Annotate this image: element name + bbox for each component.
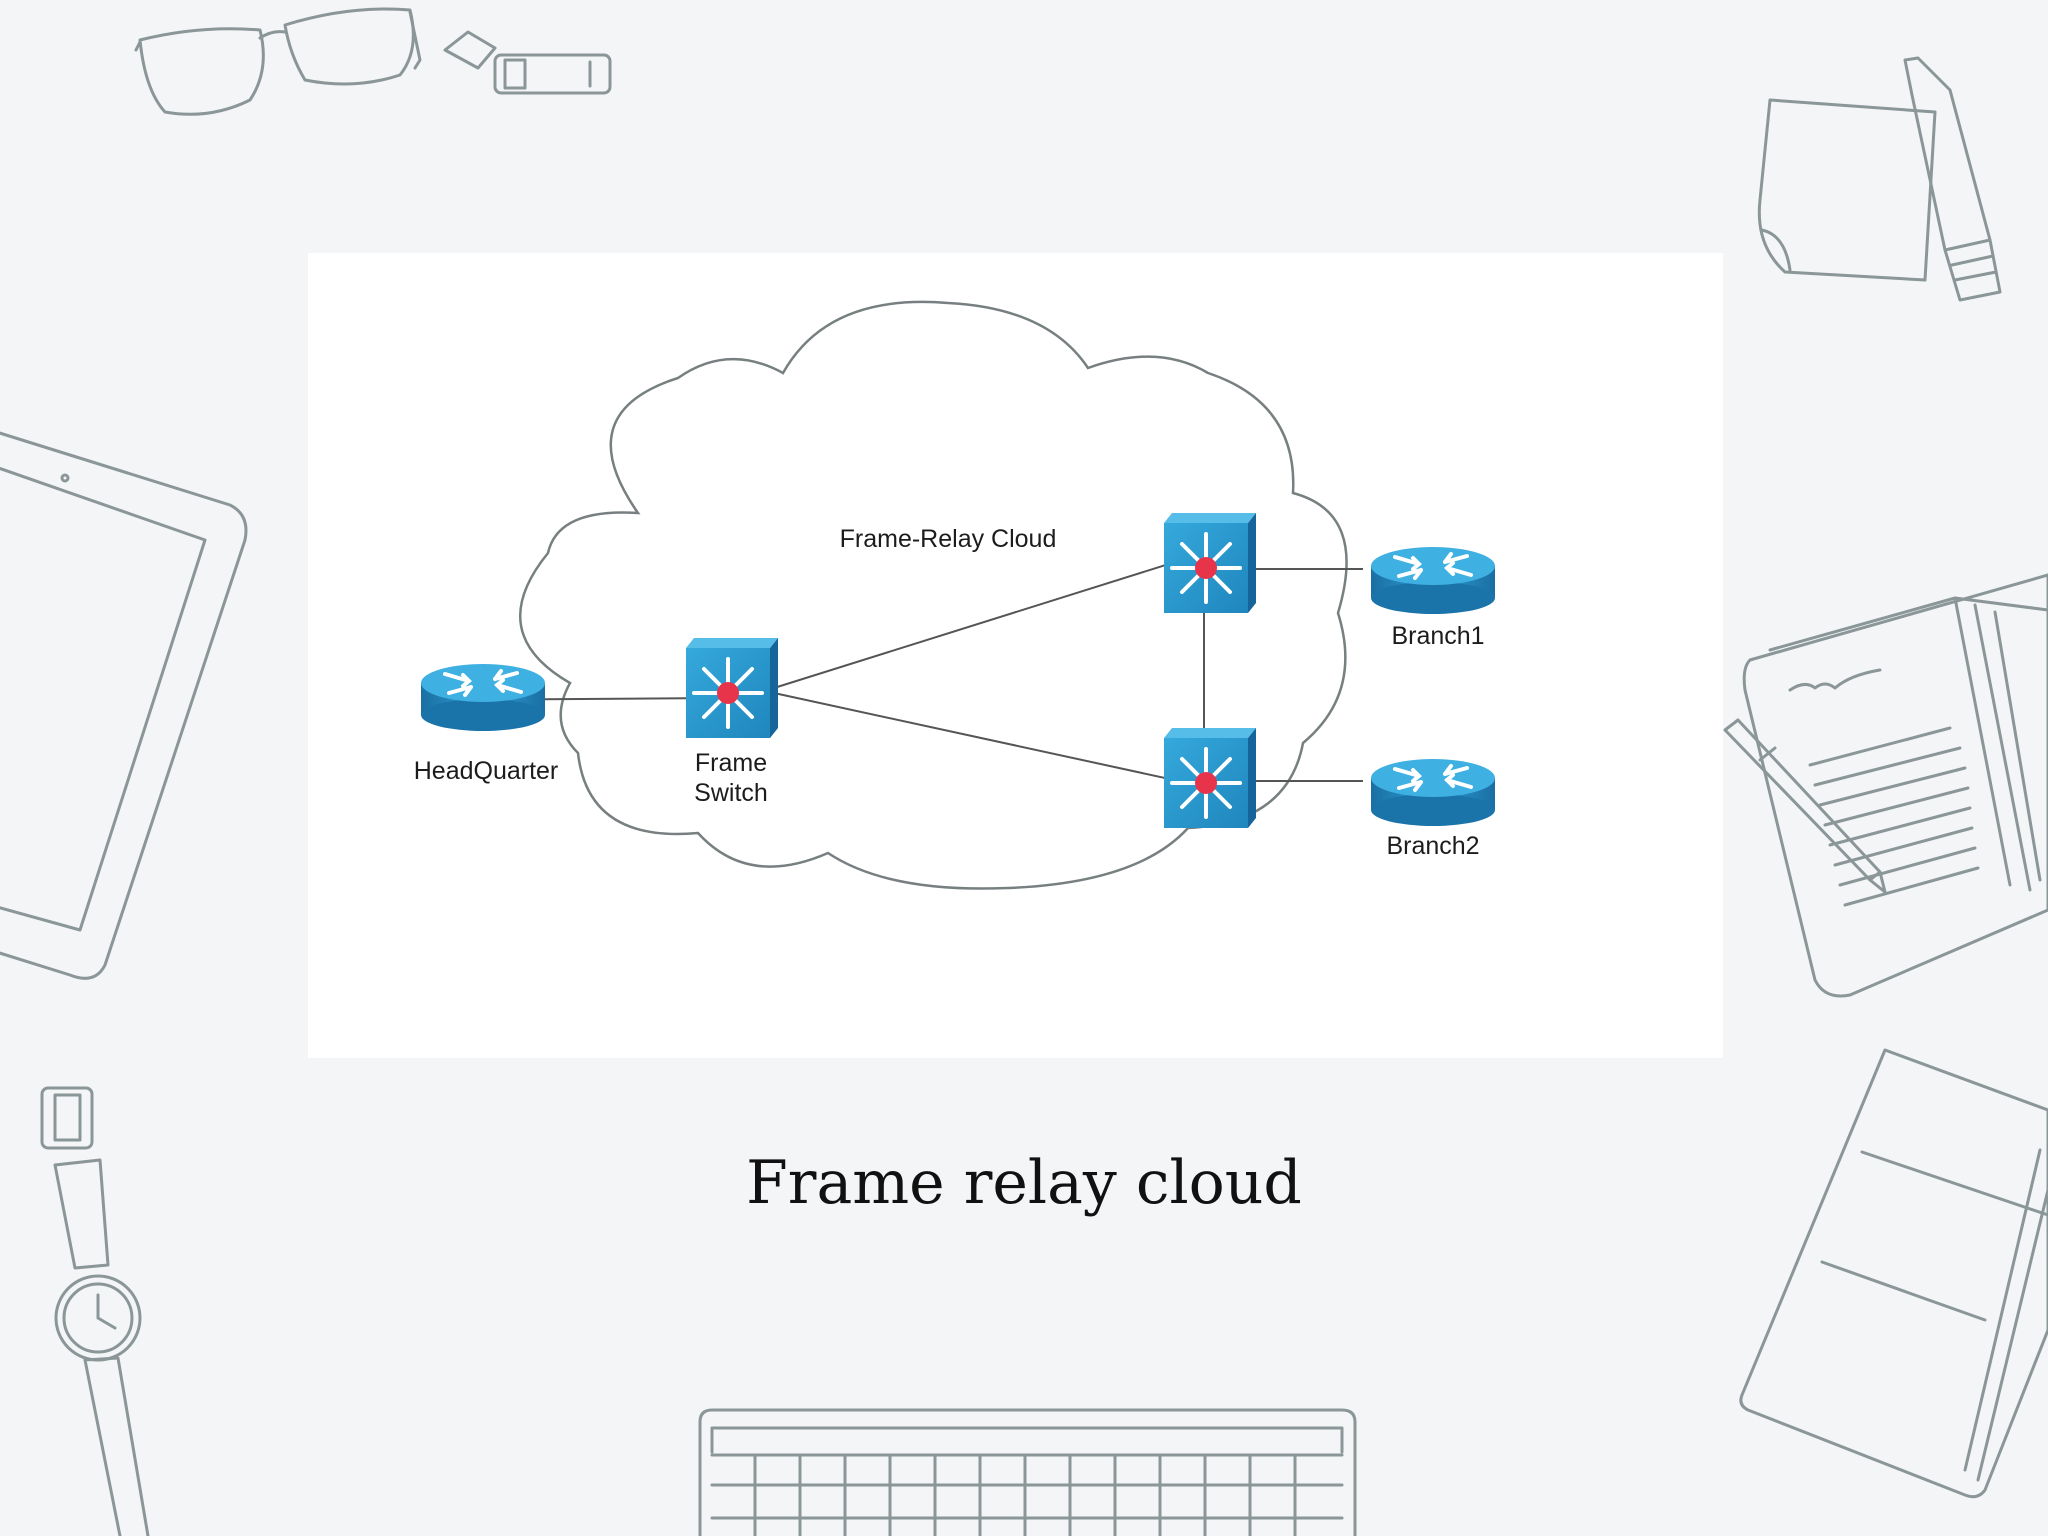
frame-switch-label-line1: Frame: [695, 749, 767, 777]
frame-switch-label-line2: Switch: [694, 779, 768, 807]
book-icon: [1739, 1048, 2048, 1499]
switch-icon-frame-switch: [684, 636, 780, 740]
sticky-note-icon: [1757, 98, 1937, 282]
router-icon-branch2: [1369, 757, 1497, 828]
router-icon-headquarter: [419, 662, 547, 733]
branch2-label: Branch2: [1386, 832, 1479, 860]
tablet-icon: [0, 431, 248, 980]
wristwatch-icon: [40, 1086, 150, 1536]
link-frameswitch-bottom: [773, 692, 1189, 784]
slide-caption: Frame relay cloud: [746, 1148, 1302, 1218]
link-frameswitch-top: [773, 557, 1189, 689]
glasses-icon: [134, 7, 422, 116]
branch1-label: Branch1: [1391, 622, 1484, 650]
network-diagram: Frame-Relay Cloud HeadQuarter Frame Swit…: [414, 300, 1497, 890]
cloud-label: Frame-Relay Cloud: [840, 525, 1057, 553]
keyboard-icon: [698, 1408, 1357, 1536]
switch-icon-bottom: [1162, 726, 1258, 830]
switch-icon-top: [1162, 511, 1258, 615]
router-icon-branch1: [1369, 545, 1497, 616]
headquarter-label: HeadQuarter: [414, 757, 559, 785]
marker-icon: [1903, 56, 2002, 302]
diagram-panel: Frame-Relay Cloud HeadQuarter Frame Swit…: [308, 253, 1723, 1058]
usb-drive-icon: [443, 30, 612, 95]
notebook-icon: [1742, 573, 2048, 998]
frame-relay-cloud: [518, 300, 1348, 890]
pen-icon: [1723, 718, 1887, 894]
links: [442, 557, 1363, 784]
